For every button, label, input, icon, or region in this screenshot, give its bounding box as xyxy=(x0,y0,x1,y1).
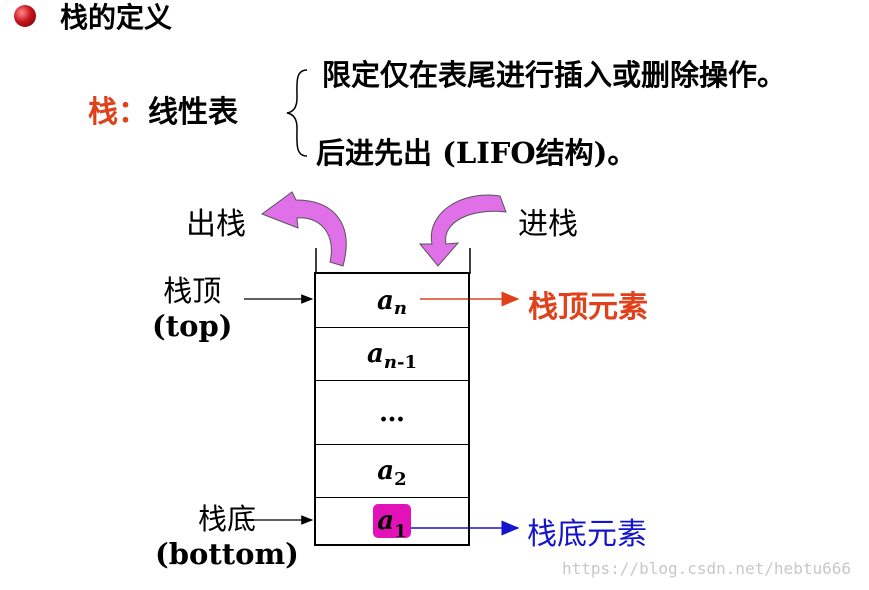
curly-brace-icon xyxy=(286,69,308,157)
watermark: https://blog.csdn.net/hebtu666 xyxy=(562,559,851,578)
top-label-en: (top) xyxy=(152,309,233,343)
top-element-label: 栈顶元素 xyxy=(528,290,648,325)
rule-lifo: 后进先出 (LIFO结构)。 xyxy=(316,136,637,170)
pop-arrow-icon xyxy=(260,191,347,267)
term-name: 栈： xyxy=(88,95,148,130)
rule-insert-delete: 限定仅在表尾进行插入或删除操作。 xyxy=(322,58,787,92)
top-pointer-label: 栈顶 (top) xyxy=(152,274,232,344)
bullet-icon xyxy=(14,5,36,27)
bottom-label-cn: 栈底 xyxy=(197,502,256,536)
heading: 栈的定义 xyxy=(60,1,173,34)
stack-cell: a1 xyxy=(316,498,468,544)
term-definition: 栈：线性表 xyxy=(88,87,238,131)
bottom-element-label: 栈底元素 xyxy=(527,517,647,552)
push-label: 进栈 xyxy=(518,207,578,242)
top-label-cn: 栈顶 xyxy=(163,274,222,308)
push-arrow-icon xyxy=(418,194,507,267)
stack-cell: … xyxy=(316,381,468,445)
pop-label: 出栈 xyxy=(186,207,246,242)
bottom-pointer-label: 栈底 (bottom) xyxy=(155,502,299,572)
term-kind: 线性表 xyxy=(148,95,238,130)
bottom-element-highlight: a1 xyxy=(373,504,411,542)
bottom-label-en: (bottom) xyxy=(155,537,299,571)
